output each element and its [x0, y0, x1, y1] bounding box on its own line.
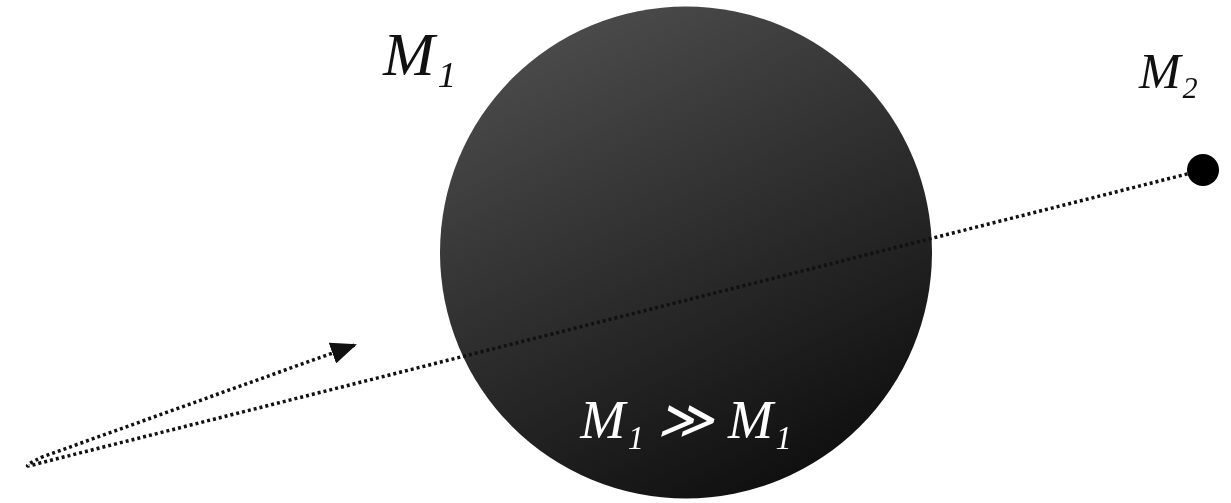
mass-label: M₂ — [1139, 46, 1198, 96]
planet-circle: M₁M₁ ≫ M₁ — [440, 5, 932, 500]
mass-label: M₁ — [383, 23, 456, 85]
dot-outline — [1187, 154, 1219, 186]
mass-relation: M₁ ≫ M₁ — [580, 393, 792, 447]
body-dot: M₂ — [1187, 154, 1219, 186]
